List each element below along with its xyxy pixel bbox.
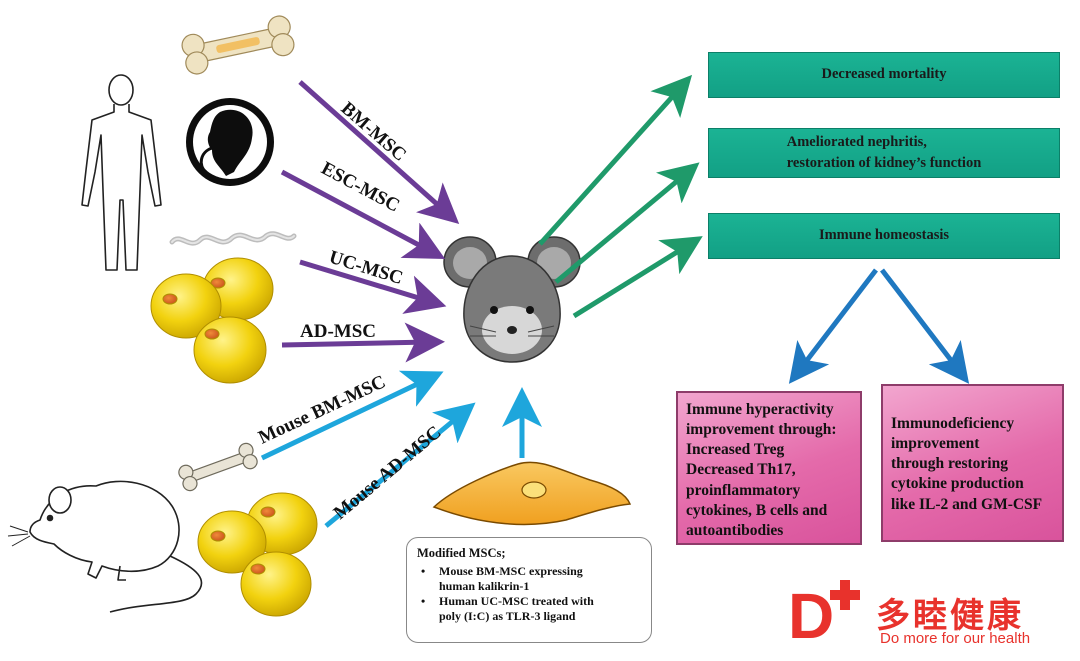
label-ad-msc: AD-MSC [300,321,376,342]
immunodeficiency-line: Immunodeficiency [891,415,1015,432]
logo-d-letter: D [788,580,835,652]
arrow-to-nephritis [554,162,700,284]
arrow-to-homeostasis [572,236,703,319]
embryo-icon [186,98,274,186]
immunodeficiency-line: cytokine production [891,475,1024,493]
outcome-decreased-mortality-text: Decreased mortality [821,66,947,83]
immunodeficiency-line: through restoring [891,455,1008,473]
outcome-immune-homeostasis-text: Immune homeostasis [818,227,950,244]
hyperactivity-line: proinflammatory [686,481,801,499]
modified-item1-line2: human kalikrin-1 [439,579,530,593]
modified-item2-line1: Human UC-MSC treated with [439,594,594,608]
outcome-immune-homeostasis: Immune homeostasis [708,213,1060,259]
arrow-to-immunodeficiency [880,268,970,384]
outcome-decreased-mortality: Decreased mortality [708,52,1060,98]
immunodeficiency-box: Immunodeficiency improvement through res… [881,384,1064,542]
adipocyte-cluster-icon [150,257,274,384]
bone-icon [181,15,295,75]
modified-mscs-item: • Human UC-MSC treated with poly (I:C) a… [417,594,641,624]
arrow-esc-msc [280,169,446,260]
arrow-mouse-ad-msc [324,402,476,528]
modified-mscs-item: • Mouse BM-MSC expressing human kalikrin… [417,564,641,594]
immune-hyperactivity-box: Immune hyperactivity improvement through… [676,391,862,545]
rat-icon [7,480,203,613]
outcome-nephritis-line1: Ameliorated nephritis, [786,133,927,150]
modified-mscs-title: Modified MSCs; [417,546,506,560]
label-bm-msc: BM-MSC [337,98,411,166]
bullet: • [421,564,426,578]
arrow-uc-msc [299,259,447,314]
arrow-bm-msc [298,80,460,224]
modified-item2-line2: poly (I:C) as TLR-3 ligand [439,609,576,623]
hyperactivity-line: cytokines, B cells and [686,501,828,519]
arrow-to-mortality [538,74,693,246]
bullet: • [421,594,426,608]
arrow-to-hyperactivity [788,268,878,384]
hyperactivity-line: autoantibodies [686,521,784,539]
arrow-mouse-bm-msc [260,370,444,461]
mouse-icon [443,236,581,363]
label-mouse-bm-msc: Mouse BM-MSC [255,371,389,448]
arrow-ad-msc [281,322,445,363]
hyperactivity-line: improvement through: [686,421,837,439]
umbilical-cord-icon [169,231,297,246]
hyperactivity-line: Immune hyperactivity [686,401,834,418]
hyperactivity-line: Increased Treg [686,441,785,459]
immunodeficiency-line: like IL-2 and GM-CSF [891,495,1043,513]
hyperactivity-line: Decreased Th17, [686,461,796,479]
modified-item1-line1: Mouse BM-MSC expressing [439,564,583,578]
human-body-icon [81,74,162,271]
adipocyte-cluster-icon [197,492,318,617]
label-mouse-ad-msc: Mouse AD-MSC [330,422,446,524]
logo-tagline: Do more for our health [880,630,1031,647]
bone-icon [178,442,258,492]
outcome-nephritis-text: Ameliorated nephritis, restoration of ki… [787,132,982,174]
logo-plus-icon [830,580,860,610]
logo-chinese-name: 多睦健康 [876,596,1024,636]
modified-mscs-box: Modified MSCs; • Mouse BM-MSC expressing… [406,537,652,643]
outcome-nephritis: Ameliorated nephritis, restoration of ki… [708,128,1060,178]
label-esc-msc: ESC-MSC [318,158,403,217]
immunodeficiency-line: improvement [891,435,980,453]
msc-cell-icon [432,461,632,526]
outcome-nephritis-line2: restoration of kidney’s function [786,155,982,171]
